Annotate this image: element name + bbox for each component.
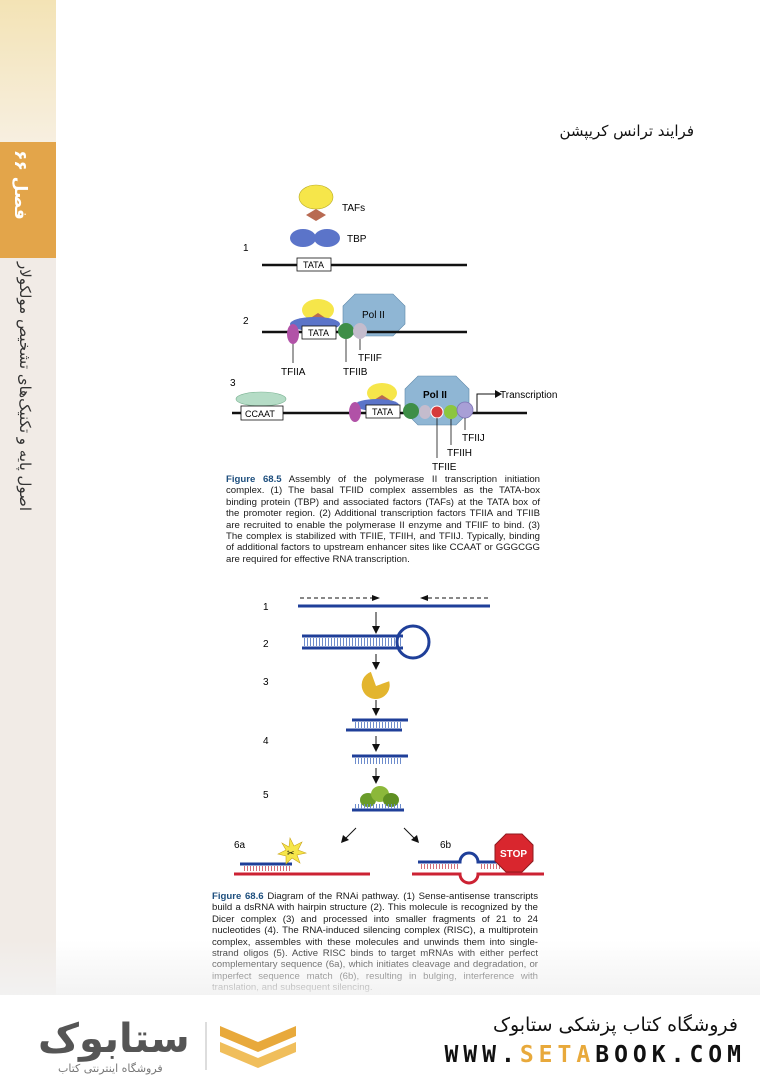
label-tata-2: TATA (308, 328, 329, 338)
figure-68-5-caption: Figure 68.5 Assembly of the polymerase I… (226, 474, 540, 565)
step-number: 2 (243, 316, 249, 327)
tfiib-shape-3 (403, 403, 419, 419)
arrowhead-down (372, 708, 380, 716)
tfiia-shape-2 (287, 324, 299, 344)
arrow-6b (403, 827, 415, 839)
ticks-6b-right (480, 864, 518, 869)
scissors-icon: ✂ (287, 848, 295, 858)
figure-68-6-diagram: 1 2 3 4 5 6a ✂ 6b STOP (234, 595, 544, 885)
label-tfiib: TFIIB (343, 367, 368, 378)
risc-ticks (354, 804, 402, 809)
url-suffix: BOOK.COM (595, 1042, 746, 1068)
label-transcription: Transcription (500, 390, 557, 401)
tata-box-2 (301, 325, 337, 340)
page-title: فرایند ترانس کریپشن (559, 122, 694, 140)
transcription-arrowhead (495, 390, 502, 398)
figure-68-5-diagram: 1 TAFs TBP TATA 2 Pol II TATA TFIIA TFII… (230, 184, 557, 473)
label-pol2-2: Pol II (362, 310, 385, 321)
label-pol2-3: Pol II (423, 390, 447, 401)
tfiih-shape (444, 405, 458, 419)
caption-label: Figure 68.6 (212, 891, 264, 902)
label-tata-1: TATA (303, 260, 324, 270)
arrowhead-down (372, 776, 380, 784)
ticks-6b-left (420, 864, 458, 869)
chapter-label: فصل ۶۶ (10, 150, 30, 220)
step-number: 3 (263, 677, 269, 688)
fragment-ticks-2 (354, 758, 402, 764)
ccaat-box (240, 405, 284, 421)
step-number: 5 (263, 790, 269, 801)
tafs-shape-3 (367, 383, 397, 403)
chapter-tab (0, 142, 56, 258)
label-tata-3: TATA (372, 407, 393, 417)
divider (205, 1022, 207, 1070)
label-tfiie: TFIIE (432, 462, 457, 473)
step-number: 6a (234, 840, 246, 851)
book-title: اصول پایه و تکنیک‌های تشخیص مولکولار (16, 262, 34, 512)
tafs-shape (298, 184, 334, 210)
tata-box-1 (296, 257, 332, 272)
tafs-shape-2 (302, 299, 334, 321)
label-ccaat: CCAAT (245, 409, 275, 419)
tfiia-shape-3 (349, 402, 361, 422)
tata-box-3 (365, 404, 401, 419)
step-number: 1 (263, 602, 269, 613)
dicer-shape (361, 671, 390, 700)
store-name: فروشگاه کتاب پزشکی ستابوک (492, 1014, 738, 1036)
step-number: 6b (440, 840, 452, 851)
caption-text: Assembly of the polymerase II transcript… (226, 474, 540, 565)
label-tafs: TAFs (342, 203, 365, 214)
tbp-shape-right (314, 229, 340, 247)
hairpin-loop (395, 624, 431, 660)
arrowhead-6a (341, 835, 349, 843)
logo-subtitle: فروشگاه اینترنتی کتاب (58, 1062, 163, 1075)
url-prefix: WWW. (444, 1042, 520, 1068)
arrowhead-down (372, 744, 380, 752)
tbp-shape-left (290, 229, 316, 247)
sense-arrowhead (372, 595, 380, 601)
arrowhead-down (372, 626, 380, 634)
label-tbp: TBP (347, 234, 367, 245)
step-number: 1 (243, 243, 249, 254)
stop-sign-icon (494, 833, 534, 873)
sidebar-decoration (0, 0, 56, 142)
guide-strand-6b (418, 851, 520, 864)
enhancer-shape (235, 391, 287, 407)
tfiif-shape-2 (353, 323, 367, 339)
antisense-arrowhead (420, 595, 428, 601)
hairpin-ticks (304, 638, 402, 646)
tfiib-shape-2 (338, 323, 354, 339)
url-highlight: SETA (519, 1042, 596, 1068)
step-number: 2 (263, 639, 269, 650)
arrow-6a (345, 827, 357, 839)
tfiif-shape-3 (419, 405, 431, 419)
tafs-diamond (306, 209, 326, 221)
store-url[interactable]: WWW.SETABOOK.COM (444, 1042, 746, 1068)
label-tfiih: TFIIH (447, 448, 472, 459)
label-tfiia: TFIIA (281, 367, 306, 378)
tfiie-shape (430, 405, 444, 419)
arrowhead-down (372, 662, 380, 670)
label-tfiij: TFIIJ (462, 433, 485, 444)
mrna-6b (412, 872, 544, 885)
tfiij-shape (456, 401, 474, 419)
step-number: 4 (263, 736, 269, 747)
logo[interactable]: ستابوک (38, 1016, 190, 1062)
footer (0, 995, 760, 1080)
risc-shape-3 (383, 793, 399, 807)
footer-fade (0, 940, 760, 1000)
stop-label: STOP (500, 849, 527, 860)
step-number: 3 (230, 378, 236, 389)
caption-label: Figure 68.5 (226, 474, 282, 485)
label-tfiif: TFIIF (358, 353, 382, 364)
brand-chevrons-icon (220, 1026, 296, 1068)
fragment-ticks (354, 722, 402, 728)
arrowhead-6b (411, 835, 419, 843)
ticks-6a (242, 866, 290, 871)
transcription-arrow (476, 393, 495, 413)
cleavage-star (277, 836, 308, 865)
